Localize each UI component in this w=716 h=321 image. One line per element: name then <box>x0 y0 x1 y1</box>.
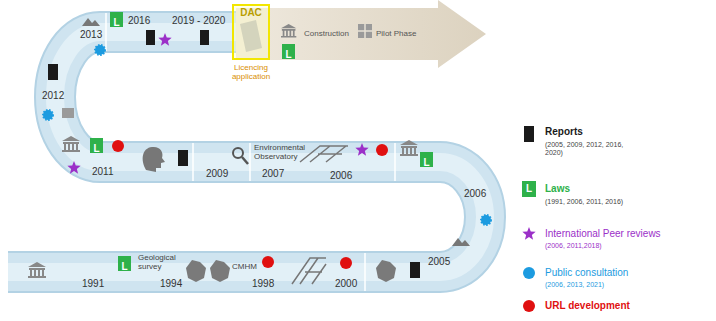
road-band <box>8 32 485 272</box>
step-caption: Construction <box>304 29 349 38</box>
parliament-body <box>28 268 46 278</box>
consultation-icon <box>43 110 53 120</box>
parliament-icon <box>400 140 418 156</box>
pilot-icon <box>358 24 372 38</box>
year-label: 2016 <box>128 15 150 27</box>
report-icon <box>200 30 209 45</box>
legend-swatch <box>524 126 534 142</box>
law-marker: L <box>282 44 295 59</box>
milestone-caption: Licencing application <box>224 63 278 81</box>
report-icon <box>146 30 155 45</box>
consultation-icon <box>95 45 105 55</box>
france-map <box>186 260 206 282</box>
legend-swatch <box>523 300 535 312</box>
year-label: 2012 <box>42 90 64 102</box>
legend-star <box>521 226 537 242</box>
france-map <box>376 260 396 282</box>
year-label: 2006 <box>330 170 352 182</box>
url-dot <box>376 144 388 156</box>
url-dot <box>112 140 124 152</box>
laboratory-icon <box>300 146 348 162</box>
parliament-icon <box>28 262 46 278</box>
parliament-body <box>400 146 418 156</box>
peer-review-star <box>67 161 80 174</box>
pilot-frame <box>358 24 372 38</box>
consultation-icon <box>481 215 491 225</box>
report-icon <box>178 150 188 166</box>
year-label: 2000 <box>335 278 357 290</box>
law-marker: L <box>110 12 123 27</box>
legend-text: Reports <box>545 126 583 138</box>
parliament-icon <box>62 136 80 152</box>
pilot-grid <box>358 24 372 38</box>
url-dot <box>340 257 352 269</box>
report-icon <box>48 64 58 80</box>
parliament-icon <box>281 24 296 38</box>
milestone-box: DAC Licencing application <box>224 2 278 86</box>
legend-years: (2005, 2009, 2012, 2016, 2020) <box>545 141 625 157</box>
year-label: 2011 <box>92 166 114 178</box>
future-arrow <box>236 0 486 68</box>
road-edge <box>8 32 485 272</box>
step-caption: CMHM <box>232 262 257 271</box>
law-marker: L <box>420 152 433 167</box>
parliament-roof <box>281 24 296 28</box>
parliament-body <box>62 142 80 152</box>
year-label: 2007 <box>262 168 284 180</box>
magnifier-lens <box>233 148 243 158</box>
mountain-icon <box>82 18 100 26</box>
law-letter: L <box>121 259 127 274</box>
law-marker: L <box>118 256 131 271</box>
legend-text: Public consultation <box>545 267 628 279</box>
year-label: 2006 <box>464 188 486 200</box>
law-letter: L <box>113 15 119 30</box>
step-caption: Pilot Phase <box>376 29 416 38</box>
year-label: 2019 - 2020 <box>172 15 225 27</box>
milestone-title: DAC <box>232 7 270 19</box>
road-highlight <box>8 32 485 272</box>
law-letter: L <box>285 47 291 62</box>
legend-years: (2006, 2011,2018) <box>545 242 602 250</box>
legend-swatch <box>523 267 535 279</box>
legend-swatch <box>522 227 535 240</box>
peer-review-star <box>158 33 171 46</box>
france-map <box>210 260 230 282</box>
head-icon <box>143 147 165 172</box>
photo-icon <box>62 108 74 118</box>
law-letter: L <box>93 141 99 156</box>
year-label: 1991 <box>82 278 104 290</box>
laboratory-icon <box>292 258 326 284</box>
step-caption: Geological survey <box>138 253 184 271</box>
legend-text: International Peer reviews <box>545 228 661 240</box>
report-icon <box>410 262 420 278</box>
mountain-icon <box>452 238 470 246</box>
parliament-roof <box>400 140 418 145</box>
parliament-body <box>281 29 296 37</box>
year-label: 2013 <box>80 29 102 41</box>
legend-years: (2006, 2013, 2021) <box>545 281 604 289</box>
year-label: 2005 <box>428 256 450 268</box>
step-caption: Environmental Observatory <box>254 143 316 161</box>
year-label: 2009 <box>206 168 228 180</box>
law-marker: L <box>90 138 103 153</box>
year-label: 1998 <box>252 278 274 290</box>
law-letter: L <box>522 181 536 197</box>
legend-swatch: L <box>522 181 536 197</box>
law-letter: L <box>423 155 429 170</box>
url-dot <box>262 256 274 268</box>
legend-years: (1991, 2006, 2011, 2016) <box>545 198 623 206</box>
legend-text: URL development <box>545 300 630 312</box>
year-label: 1994 <box>160 278 182 290</box>
magnifier-handle <box>242 157 248 164</box>
parliament-roof <box>28 262 46 267</box>
parliament-roof <box>62 136 80 141</box>
peer-review-star <box>355 143 368 156</box>
legend-text: Laws <box>545 183 570 195</box>
